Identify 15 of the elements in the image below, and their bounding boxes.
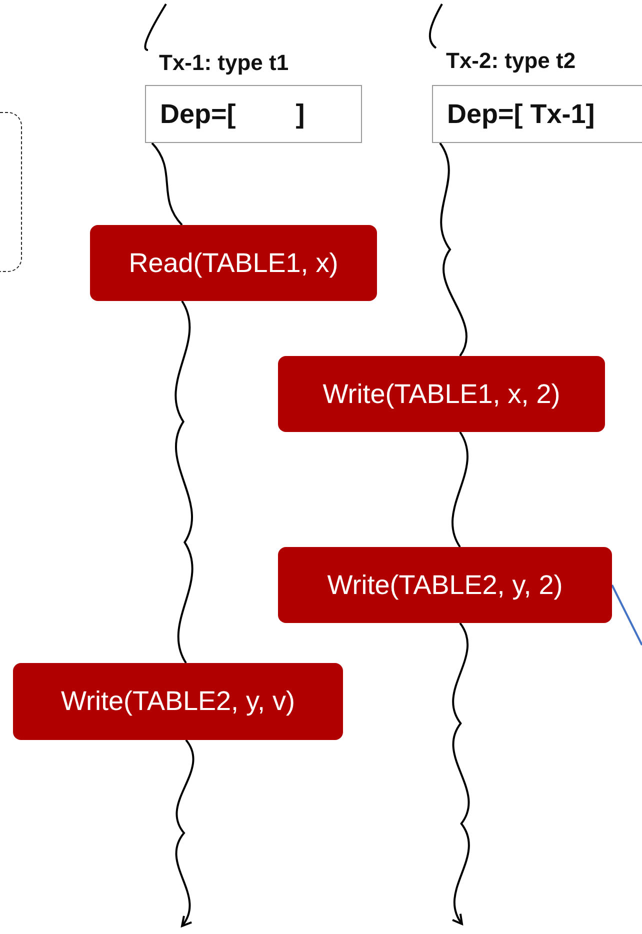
connector-line — [611, 584, 642, 646]
thread-title: Tx-1: type t1 — [159, 50, 289, 76]
operation-box: Write(TABLE1, x, 2) — [278, 356, 605, 432]
operation-box: Write(TABLE2, y, v) — [13, 663, 343, 740]
timeline-line — [151, 142, 183, 226]
timeline-line — [452, 432, 468, 548]
timeline-line — [452, 622, 470, 925]
timeline-line — [439, 142, 468, 356]
operation-box: Read(TABLE1, x) — [90, 225, 377, 301]
timeline-line — [175, 739, 194, 927]
operation-box: Write(TABLE2, y, 2) — [278, 547, 612, 623]
dependency-field: Dep=[ Tx-1] — [432, 85, 642, 143]
timeline-line — [174, 300, 194, 664]
dependency-field: Dep=[ ] — [145, 85, 362, 143]
thread-title: Tx-2: type t2 — [446, 48, 576, 74]
